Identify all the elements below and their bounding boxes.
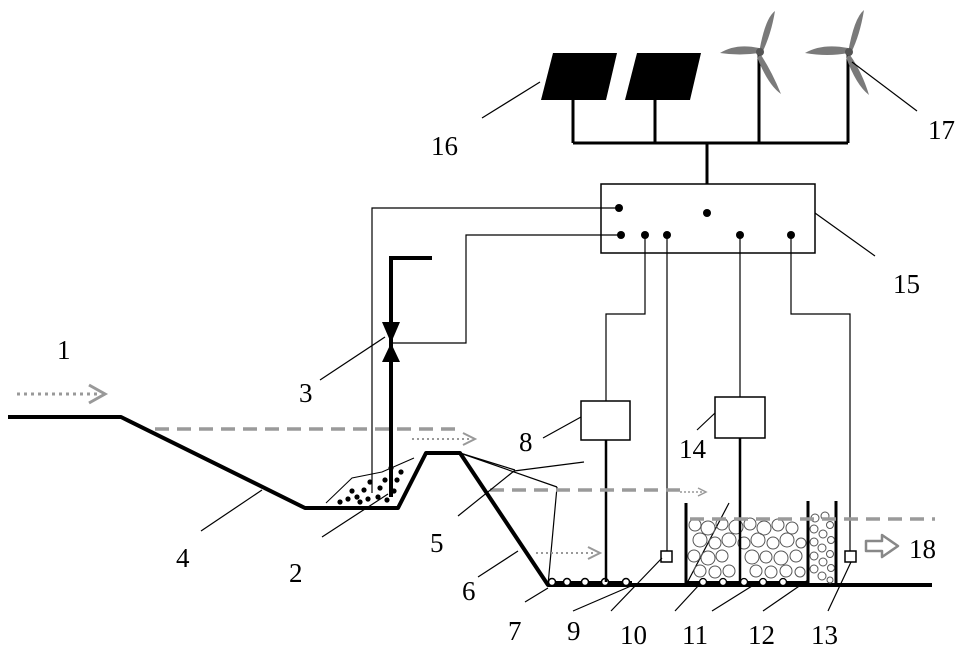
label-2: 2 bbox=[289, 558, 303, 588]
label-4: 4 bbox=[176, 543, 190, 573]
solar-panel-1 bbox=[541, 53, 617, 100]
label-7: 7 bbox=[508, 616, 522, 646]
label-1: 1 bbox=[57, 335, 71, 365]
wind-turbine-1 bbox=[720, 11, 781, 143]
wind-turbine-2 bbox=[805, 10, 869, 143]
pump-pipe bbox=[391, 258, 432, 497]
label-16: 16 bbox=[431, 131, 458, 161]
solar-panel-2 bbox=[625, 53, 701, 100]
flow-arrow-surface bbox=[680, 488, 706, 496]
controller-box bbox=[601, 184, 815, 253]
gravel-column bbox=[808, 501, 836, 585]
valve bbox=[382, 322, 400, 362]
label-5: 5 bbox=[430, 528, 444, 558]
label-8: 8 bbox=[519, 427, 533, 457]
flow-arrow-overflow bbox=[412, 433, 475, 445]
label-3: 3 bbox=[299, 378, 313, 408]
label-11: 11 bbox=[682, 620, 708, 650]
sensor-9 bbox=[661, 551, 672, 562]
flow-arrow-bottom bbox=[536, 547, 600, 559]
label-12: 12 bbox=[748, 620, 775, 650]
flow-arrow-inlet bbox=[17, 385, 105, 403]
label-10: 10 bbox=[620, 620, 647, 650]
device-8-box bbox=[581, 401, 630, 440]
sediment-particles bbox=[337, 465, 403, 504]
label-6: 6 bbox=[462, 576, 476, 606]
control-wires bbox=[372, 208, 850, 553]
label-17: 17 bbox=[928, 115, 955, 145]
label-15: 15 bbox=[893, 269, 920, 299]
label-9: 9 bbox=[567, 616, 581, 646]
outlet-arrow bbox=[866, 535, 898, 557]
label-18: 18 bbox=[909, 534, 936, 564]
label-13: 13 bbox=[811, 620, 838, 650]
sensor-13 bbox=[845, 551, 856, 562]
label-14: 14 bbox=[679, 434, 707, 464]
filter-bed bbox=[686, 503, 808, 586]
water-levels bbox=[155, 429, 935, 519]
device-14-box bbox=[715, 397, 765, 438]
